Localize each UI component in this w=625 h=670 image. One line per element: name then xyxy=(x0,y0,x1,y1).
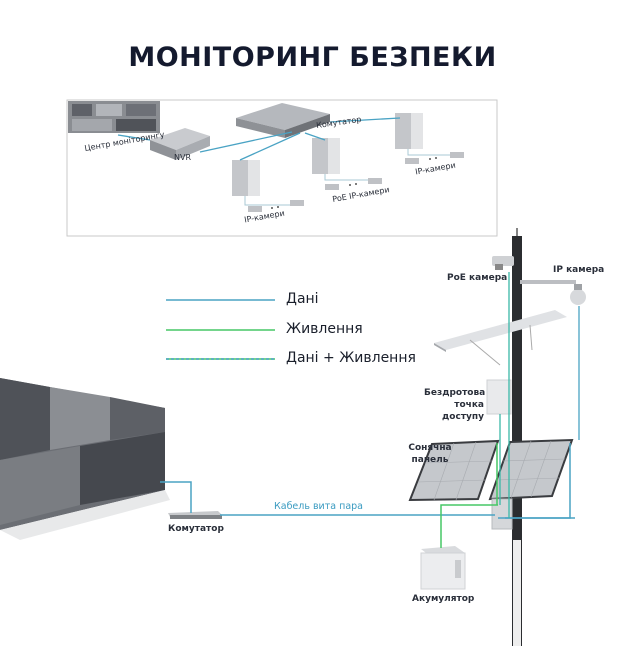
label-cable: Кабель вита пара xyxy=(274,501,363,512)
poe-switch-left xyxy=(232,160,260,196)
top-cameras xyxy=(248,152,464,212)
bottom-data-power-lines xyxy=(499,272,580,518)
label-ip-camera: IP камера xyxy=(553,265,605,275)
legend-label-data-power: Дані + Живлення xyxy=(286,350,416,366)
nvr-device xyxy=(150,128,210,160)
top-data-lines xyxy=(117,117,401,161)
label-battery: Акумулятор xyxy=(412,594,475,604)
battery-device xyxy=(420,546,466,590)
main-switch-device xyxy=(236,103,330,138)
legend-label-data: Дані xyxy=(286,291,319,307)
top-solar-panel xyxy=(434,310,567,366)
label-solar-panel: Сонячна панель xyxy=(408,443,452,465)
poe-switch-right xyxy=(395,113,423,149)
bottom-switch-device xyxy=(168,511,222,519)
top-camera-lines xyxy=(244,149,460,206)
ip-camera-device xyxy=(520,280,586,305)
monitoring-center-image xyxy=(68,101,160,133)
label-wireless-ap: Бездротова точка доступу xyxy=(424,388,486,422)
label-switch-bottom: Комутатор xyxy=(168,524,224,534)
bottom-power-lines xyxy=(440,443,498,548)
bottom-data-lines xyxy=(160,443,575,519)
solar-panels xyxy=(408,438,574,502)
label-nvr: NVR xyxy=(174,153,192,162)
wireless-ap-device xyxy=(486,379,512,415)
page-title: МОНІТОРИНГ БЕЗПЕКИ xyxy=(128,42,497,73)
video-wall-image xyxy=(0,378,170,540)
label-poe-camera: PoE камера xyxy=(447,273,508,283)
controller-box xyxy=(491,498,513,530)
legend-label-power: Живлення xyxy=(286,321,363,337)
poe-camera-device xyxy=(492,256,514,270)
poe-switch-middle xyxy=(312,138,340,174)
